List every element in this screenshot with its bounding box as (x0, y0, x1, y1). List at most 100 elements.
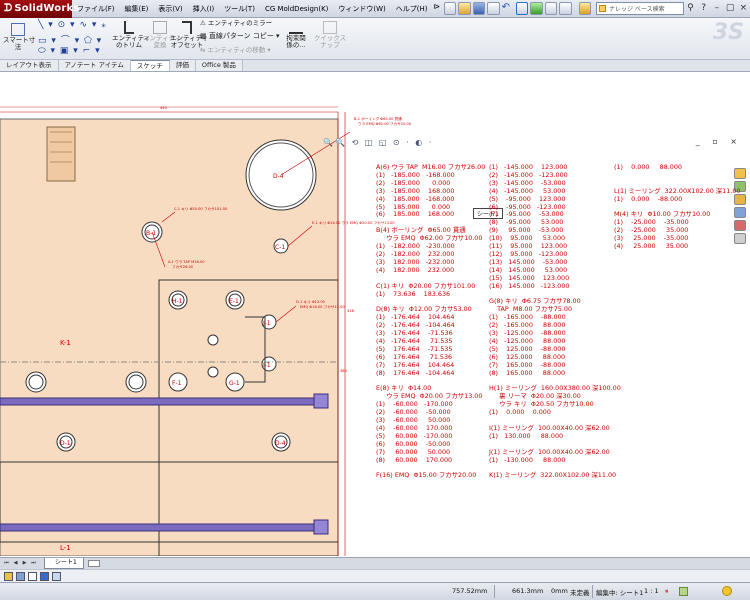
menu-cg-molddesign[interactable]: CG MoldDesign(K) (264, 4, 329, 13)
custom-properties-icon[interactable] (734, 233, 746, 244)
sheet-format-icon[interactable] (28, 572, 37, 581)
leader-b1 (280, 131, 351, 176)
sheet-tab[interactable]: シート1 (44, 558, 84, 569)
sketch-tools-row-1[interactable]: ╲ ▾ ⊙ ▾ ∿ ▾ ⁎ (38, 20, 107, 30)
menu-insert[interactable]: 挿入(I) (192, 4, 215, 13)
dimension-top: 440 (160, 106, 168, 110)
tab-office[interactable]: Office 製品 (195, 60, 243, 71)
file-properties-icon[interactable] (544, 2, 558, 15)
move-entities-button[interactable]: ⇆ エンティティの移動 ▾ (200, 46, 271, 54)
sketch-tools-row-2[interactable]: ▭ ▾ ⌒ ▾ ⬠ ▾ (38, 36, 103, 46)
tab-annotation[interactable]: アノテート アイテム (58, 60, 131, 71)
select-icon[interactable] (515, 2, 529, 15)
open-icon[interactable] (458, 2, 471, 15)
dimension-vertical: 380 (340, 369, 348, 373)
save-icon[interactable] (472, 2, 486, 15)
convert-icon (153, 21, 167, 34)
view-palette-icon[interactable] (734, 207, 746, 218)
label-d1: D-1 (60, 440, 71, 447)
view-toolbar (0, 569, 750, 582)
offset-entities-button[interactable]: エンティティ オフセット (170, 21, 208, 49)
close-button[interactable]: × (739, 3, 748, 13)
heads-up-view-toolbar[interactable]: 🔍🔍 ⟲ ◫ ◱ ⊙ · ◐ · (323, 138, 434, 147)
help-status-icon[interactable] (679, 587, 688, 596)
maximize-button[interactable]: ▢ (725, 3, 735, 13)
pin-head-upper (313, 393, 329, 409)
tab-layout[interactable]: レイアウト表示 (0, 60, 59, 71)
notification-icon[interactable] (722, 586, 732, 596)
grid-icon[interactable] (40, 572, 49, 581)
sheet-scale[interactable]: 1 : 1 (644, 587, 659, 595)
sheet-label: シート1 (473, 208, 503, 219)
drawing-canvas[interactable]: D-4 B-1 C-1 H-1 E-1 J-1 I-1 F-1 G-1 D-1 … (0, 72, 750, 556)
leader-d1 (275, 305, 297, 323)
leader-c1 (161, 211, 176, 223)
callout-a1-line2: フカサ26.00 (172, 264, 194, 269)
file-explorer-icon[interactable] (734, 194, 746, 205)
quick-snaps-button[interactable]: クイックスナップ (312, 21, 348, 49)
hole-g1 (207, 334, 219, 346)
undo-icon[interactable]: ↶ (501, 2, 511, 13)
prev-sheet-icon[interactable]: ◀ (13, 560, 18, 566)
plate-label-k1: K-1 (60, 339, 71, 347)
menu-file[interactable]: ファイル(F) (77, 4, 115, 13)
graphics-area[interactable]: D-4 B-1 C-1 H-1 E-1 J-1 I-1 F-1 G-1 D-1 … (0, 72, 750, 556)
hole-bottom-right (271, 432, 291, 452)
ejector-pin-upper (0, 397, 329, 406)
callout-c1: C-1 キリ Φ20.00 フカサ101.00 (174, 206, 228, 211)
knowledge-base-search[interactable]: ナレッジ ベース検索 (596, 2, 684, 15)
sketch-tools-row-3[interactable]: ⬭ ▾ ▣ ▾ ⌐ ▾ (38, 46, 101, 56)
first-sheet-icon[interactable]: ⏮ (4, 560, 9, 566)
document-window-controls[interactable]: _ ▫ × (695, 137, 742, 146)
design-library-icon[interactable] (734, 181, 746, 192)
status-separator (592, 585, 593, 598)
folder-icon[interactable] (578, 2, 591, 15)
mirror-entities-button[interactable]: ⚠ エンティティのミラー (200, 19, 273, 27)
menu-tools[interactable]: ツール(T) (224, 4, 255, 13)
pattern-icon: ▦ (200, 32, 209, 40)
sw-resources-icon[interactable] (734, 168, 746, 179)
next-sheet-icon[interactable]: ▶ (22, 560, 27, 566)
cursor-x: 757.52mm (452, 587, 488, 595)
help-button[interactable]: ? (701, 3, 707, 13)
callout-d1-line2: EMQ Φ18.00 フカサ13.00 (300, 304, 345, 309)
tab-evaluate[interactable]: 評価 (169, 60, 196, 71)
menu-window[interactable]: ウィンドウ(W) (338, 4, 386, 13)
pin-icon[interactable]: ⊳ (433, 2, 441, 11)
appearances-icon[interactable] (734, 220, 746, 231)
menu-edit[interactable]: 編集(E) (124, 4, 149, 13)
view-orientation-icon[interactable] (4, 572, 13, 581)
add-sheet-icon[interactable] (88, 560, 100, 567)
command-tabs: レイアウト表示 アノテート アイテム スケッチ 評価 Office 製品 (0, 60, 750, 72)
last-sheet-icon[interactable]: ⏭ (31, 560, 36, 566)
print-icon[interactable] (487, 2, 500, 15)
hole-e1 (225, 290, 245, 310)
new-document-icon[interactable] (444, 2, 457, 15)
ds-watermark: 3S (712, 20, 744, 45)
pocket-step (245, 316, 266, 383)
trim-entities-button[interactable]: エンティティ のトリム (112, 21, 150, 49)
smart-dimension-button[interactable]: スマート寸 法 (3, 23, 35, 51)
rebuild-status-icon[interactable]: ⏸ (665, 587, 669, 595)
menu-help[interactable]: ヘルプ(H) (395, 4, 428, 13)
status-bar: 757.52mm 661.3mm 0mm 未定義 編集中: シート1 1 : 1… (0, 582, 750, 600)
axes-icon[interactable] (52, 572, 61, 581)
display-relations-button[interactable]: 拘束関 係の... (283, 21, 309, 49)
tab-sketch[interactable]: スケッチ (130, 60, 170, 71)
rebuild-icon[interactable] (530, 2, 543, 15)
menu-view[interactable]: 表示(V) (158, 4, 183, 13)
logo-prefix: ᗪ (4, 3, 13, 14)
sheet-tab-bar: ⏮ ◀ ▶ ⏭ シート1 (0, 557, 750, 569)
convert-entities-button[interactable]: エンティティ 変換 (143, 21, 181, 49)
options-icon[interactable] (559, 2, 572, 15)
leader-a1 (151, 231, 166, 268)
display-style-icon[interactable] (16, 572, 25, 581)
bore-inner (248, 142, 314, 208)
minimize-button[interactable]: – (714, 3, 720, 13)
search-input[interactable]: ナレッジ ベース検索 (609, 6, 665, 13)
linear-pattern-button[interactable]: ▦ 直線パターン コピー ▾ (200, 32, 280, 40)
cursor-z: 0mm (551, 587, 568, 595)
search-go-icon[interactable]: ⚲ (687, 3, 694, 13)
